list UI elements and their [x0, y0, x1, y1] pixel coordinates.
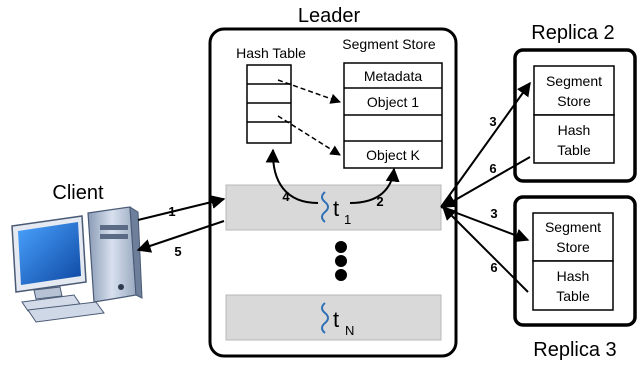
replica-3-segment-store	[532, 212, 614, 262]
segment-store	[343, 62, 443, 169]
thread-1-bar	[225, 184, 442, 231]
step-label-2: 2	[376, 194, 383, 209]
segment-store-label: Segment Store	[342, 36, 436, 52]
replica-2-box	[513, 48, 637, 183]
replica-3-box	[513, 195, 637, 327]
arrow-step-4	[265, 148, 319, 204]
segment-row-object-k: Object K	[366, 147, 420, 163]
replica-3-hash-table	[532, 260, 614, 311]
arrow-step-2	[349, 167, 400, 204]
ellipsis-dot	[335, 241, 347, 253]
arrow-step-1	[137, 195, 226, 221]
replica-2-segment-store	[533, 65, 615, 116]
replica-2-hash-table	[533, 114, 615, 164]
replica-3-title: Replica 3	[533, 339, 616, 361]
replica-3-hash-label-2: Table	[556, 288, 590, 304]
replica-2-title: Replica 2	[531, 22, 614, 44]
thread-1-name: t	[333, 196, 339, 221]
thread-1-sub: 1	[344, 212, 351, 227]
step-label-3-replica-3: 3	[490, 206, 497, 221]
step-label-4: 4	[282, 189, 290, 204]
pointer-arrow-object-1	[277, 79, 341, 104]
thread-n-bar	[225, 294, 442, 341]
segment-row-object-1: Object 1	[367, 94, 419, 110]
step-label-1: 1	[168, 204, 175, 219]
arrow-step-6-replica-3	[442, 206, 529, 293]
replica-2-segment-label-1: Segment	[546, 73, 602, 89]
step-label-5: 5	[174, 244, 181, 259]
pointer-arrow-object-k	[277, 115, 341, 156]
thread-1-wavy-icon	[321, 191, 329, 223]
step-label-6-replica-2: 6	[489, 161, 496, 176]
thread-n-sub: N	[345, 323, 354, 338]
leader-title: Leader	[298, 5, 361, 27]
thread-n-wavy-icon	[321, 302, 329, 334]
ellipsis-dot	[335, 269, 347, 281]
arrow-step-6-replica-2	[441, 156, 531, 208]
arrow-step-3-replica-2	[440, 81, 531, 208]
replica-2-hash-label-2: Table	[557, 142, 591, 158]
replica-3-segment-label-2: Store	[556, 239, 590, 255]
thread-n-name: t	[333, 307, 339, 332]
replica-2-hash-label-1: Hash	[558, 122, 591, 138]
replica-2-segment-label-2: Store	[557, 93, 591, 109]
hash-table	[246, 64, 292, 144]
step-label-3-replica-2: 3	[489, 114, 496, 129]
client-label: Client	[52, 182, 104, 204]
client-computer-icon	[11, 206, 143, 323]
segment-row-metadata: Metadata	[364, 68, 423, 84]
hash-table-label: Hash Table	[236, 45, 306, 61]
replica-3-hash-label-1: Hash	[557, 268, 590, 284]
ellipsis-dot	[335, 255, 347, 267]
step-label-6-replica-3: 6	[490, 260, 497, 275]
leader-box	[208, 27, 458, 358]
replica-3-segment-label-1: Segment	[545, 219, 601, 235]
arrow-step-5	[136, 220, 225, 253]
